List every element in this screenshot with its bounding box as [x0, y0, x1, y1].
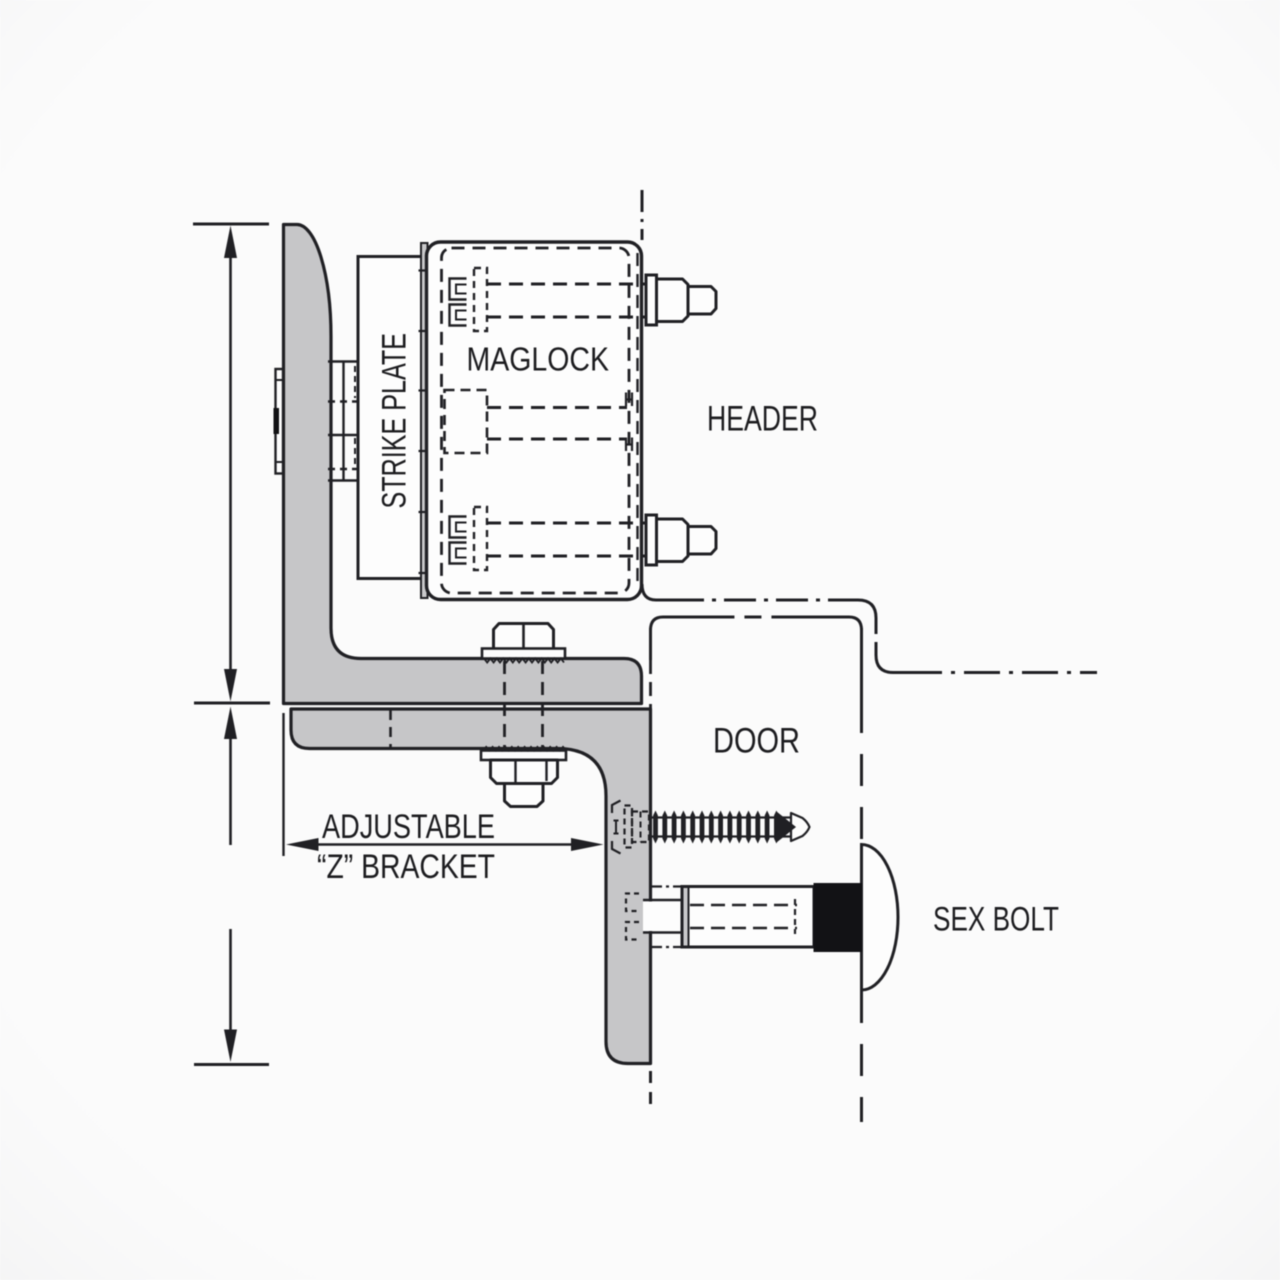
hex-bolt-washer — [480, 647, 567, 660]
strike-plate-label: STRIKE PLATE — [376, 333, 414, 509]
sex-bolt-label: SEX BOLT — [933, 901, 1059, 939]
adjustable-label-line1: ADJUSTABLE — [322, 808, 495, 846]
strike-plate: STRIKE PLATE — [356, 255, 423, 580]
hex-bolt-shank-end — [503, 782, 545, 808]
maglock-label: MAGLOCK — [467, 341, 610, 378]
maglock: MAGLOCK — [418, 240, 646, 602]
sex-bolt-spacer-block — [813, 883, 862, 952]
bolt-nut-body — [655, 277, 690, 323]
door-label: DOOR — [713, 722, 800, 761]
adjustable-label-line2: “Z” BRACKET — [317, 848, 495, 886]
sex-bolt-rod-fill — [643, 901, 683, 931]
bolt-tip — [686, 285, 718, 316]
maglock-body — [424, 240, 644, 602]
wall-anchor-tab — [273, 367, 285, 475]
bolt-tip — [686, 525, 718, 556]
anchor-tab-black-bar — [273, 408, 279, 434]
bolt-collar — [644, 273, 658, 327]
header-label: HEADER — [707, 400, 818, 439]
bolt-collar — [644, 513, 658, 567]
bolt-nut-body — [655, 517, 690, 563]
sex-bolt-barrel — [680, 885, 816, 949]
